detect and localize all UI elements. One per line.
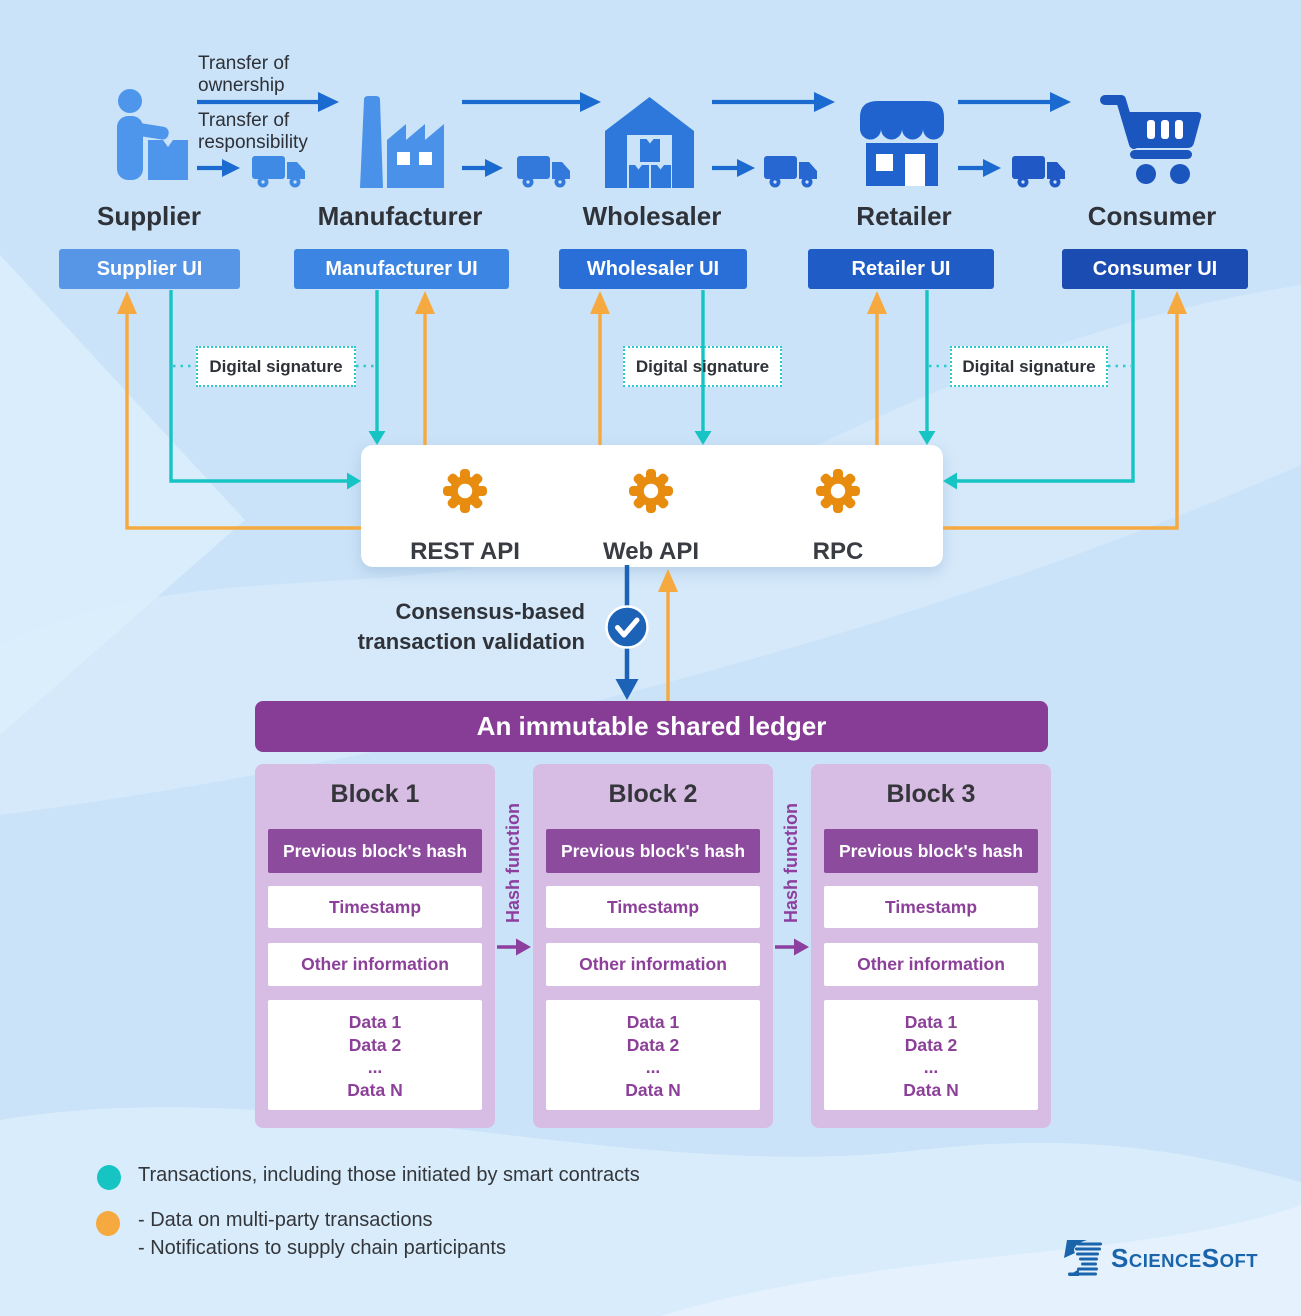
actor-label-wholesaler: Wholesaler xyxy=(582,201,722,231)
rest-api-label: REST API xyxy=(410,538,520,565)
timestamp-field: Timestamp xyxy=(824,886,1038,928)
ledger-title: An immutable shared ledger xyxy=(476,711,827,741)
data-line: ... xyxy=(645,1057,661,1077)
digital-signature-box: Digital signature xyxy=(623,346,782,387)
data-line: Data 1 xyxy=(626,1012,680,1032)
previous-block-hash-field: Previous block's hash xyxy=(824,829,1038,873)
ledger-block: Block 2 Previous block's hash Timestamp … xyxy=(533,764,773,1128)
manufacturer-ui-label: Manufacturer UI xyxy=(325,258,478,280)
legend-multi-party: - Data on multi-party transactions - Not… xyxy=(138,1209,506,1259)
digital-signature-label: Digital signature xyxy=(962,357,1096,376)
previous-block-hash-field: Previous block's hash xyxy=(546,829,760,873)
gear-icon xyxy=(627,467,675,515)
digital-signature-box: Digital signature xyxy=(196,346,356,387)
truck-icon xyxy=(764,152,818,189)
wholesaler-ui-label: Wholesaler UI xyxy=(586,258,720,280)
brand-part: cience xyxy=(1128,1250,1202,1271)
storefront-icon xyxy=(852,91,952,186)
actor-label-consumer: Consumer xyxy=(1087,201,1217,231)
data-line: Data 1 xyxy=(348,1012,402,1032)
factory-icon xyxy=(352,88,450,188)
truck-icon xyxy=(517,152,571,189)
data-field: Data 1 Data 2 ... Data N xyxy=(268,1000,482,1110)
transfer-of-responsibility-label: Transfer of responsibility xyxy=(198,110,308,153)
timestamp-field: Timestamp xyxy=(546,886,760,928)
sciencesoft-logo: ScienceSoft xyxy=(1064,1240,1258,1277)
retailer-ui-label: Retailer UI xyxy=(851,258,951,280)
actor-label-retailer: Retailer xyxy=(856,201,952,231)
hash-function-label: Hash function xyxy=(503,803,523,923)
immutable-ledger-banner: An immutable shared ledger xyxy=(255,701,1048,752)
data-line: Data 2 xyxy=(348,1034,402,1055)
rpc-label: RPC xyxy=(812,538,864,565)
sciencesoft-logo-icon xyxy=(1064,1240,1102,1276)
block-title: Block 1 xyxy=(330,780,420,808)
data-line: ... xyxy=(367,1057,383,1077)
previous-block-hash-field: Previous block's hash xyxy=(268,829,482,873)
digital-signature-label: Digital signature xyxy=(635,357,770,376)
wholesaler-ui-box: Wholesaler UI xyxy=(559,249,747,289)
data-line: Data N xyxy=(903,1079,959,1100)
other-information-field: Other information xyxy=(268,943,482,986)
block-title: Block 2 xyxy=(608,780,698,808)
brand-part: oft xyxy=(1219,1250,1259,1271)
retailer-ui-box: Retailer UI xyxy=(808,249,994,289)
orange-legend-dot xyxy=(96,1211,120,1236)
shopping-cart-icon xyxy=(1100,90,1204,190)
block-title: Block 3 xyxy=(886,780,976,808)
legend-transactions: Transactions, including those initiated … xyxy=(138,1164,640,1186)
consensus-validation-label: Consensus-based transaction validation xyxy=(357,599,585,654)
actor-label-manufacturer: Manufacturer xyxy=(317,201,483,231)
teal-legend-dot xyxy=(97,1165,121,1190)
other-information-field: Other information xyxy=(546,943,760,986)
brand-wordmark: ScienceSoft xyxy=(1111,1243,1258,1274)
data-line: ... xyxy=(923,1057,939,1077)
data-line: Data 2 xyxy=(904,1034,958,1055)
ledger-block: Block 3 Previous block's hash Timestamp … xyxy=(811,764,1051,1128)
truck-icon xyxy=(252,152,306,189)
brand-part: S xyxy=(1201,1243,1220,1273)
web-api-label: Web API xyxy=(602,538,699,565)
gear-icon xyxy=(814,467,862,515)
person-with-box-icon xyxy=(104,88,190,190)
warehouse-icon xyxy=(601,91,698,188)
data-line: Data N xyxy=(347,1079,403,1100)
brand-part: S xyxy=(1111,1243,1129,1273)
supplier-ui-box: Supplier UI xyxy=(59,249,240,289)
digital-signature-box: Digital signature xyxy=(950,346,1108,387)
hash-function-label: Hash function xyxy=(781,803,801,923)
consumer-ui-label: Consumer UI xyxy=(1092,258,1218,280)
manufacturer-ui-box: Manufacturer UI xyxy=(294,249,509,289)
digital-signature-label: Digital signature xyxy=(209,357,343,376)
data-field: Data 1 Data 2 ... Data N xyxy=(546,1000,760,1110)
data-line: Data N xyxy=(625,1079,681,1100)
consumer-ui-box: Consumer UI xyxy=(1062,249,1248,289)
data-line: Data 1 xyxy=(904,1012,958,1032)
actor-label-supplier: Supplier xyxy=(96,201,201,231)
ledger-block: Block 1 Previous block's hash Timestamp … xyxy=(255,764,495,1128)
other-information-field: Other information xyxy=(824,943,1038,986)
gear-icon xyxy=(441,467,489,515)
truck-icon xyxy=(1012,152,1066,189)
data-field: Data 1 Data 2 ... Data N xyxy=(824,1000,1038,1110)
timestamp-field: Timestamp xyxy=(268,886,482,928)
transfer-of-ownership-label: Transfer of ownership xyxy=(198,53,290,96)
supplier-ui-label: Supplier UI xyxy=(96,258,203,280)
data-line: Data 2 xyxy=(626,1034,680,1055)
